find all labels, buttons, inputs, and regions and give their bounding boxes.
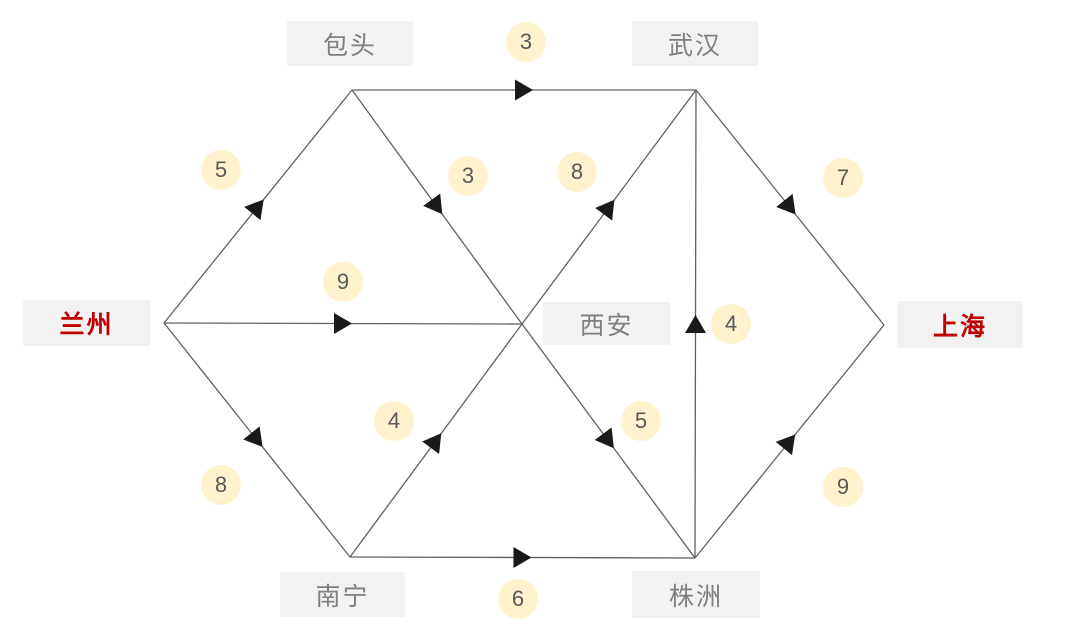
node-label-wuhan: 武汉 <box>632 21 758 66</box>
arrowhead-lanzhou-baotou <box>244 199 264 221</box>
edge-weight-badge-lanzhou-xian: 9 <box>323 262 363 302</box>
arrowhead-baotou-wuhan <box>515 79 533 101</box>
edge-weight-badge-xian-wuhan: 8 <box>557 152 597 192</box>
arrowhead-lanzhou-nanning <box>243 426 263 447</box>
arrowhead-baotou-xian <box>423 193 443 215</box>
arrowhead-xian-zhuzhou <box>594 427 614 449</box>
edge-weight-badge-lanzhou-nanning: 8 <box>201 465 241 505</box>
edge-weight-badge-nanning-zhuzhou: 6 <box>498 579 538 619</box>
edge-weight-badge-baotou-xian: 3 <box>448 156 488 196</box>
arrowhead-xian-wuhan <box>595 199 615 221</box>
arrowhead-lanzhou-xian <box>334 313 352 334</box>
node-label-shanghai: 上海 <box>897 301 1023 348</box>
edge-weight-badge-baotou-wuhan: 3 <box>506 22 546 62</box>
edge-weight-badge-xian-zhuzhou: 5 <box>621 401 661 441</box>
edge-weight-badge-lanzhou-baotou: 5 <box>201 150 241 190</box>
arrowhead-nanning-zhuzhou <box>513 547 532 568</box>
node-label-baotou: 包头 <box>287 21 413 66</box>
node-label-nanning: 南宁 <box>280 572 405 617</box>
arrowhead-zhuzhou-shanghai <box>775 434 796 456</box>
node-label-lanzhou: 兰州 <box>23 300 150 346</box>
node-label-zhuzhou: 株洲 <box>632 571 760 618</box>
edge-weight-badge-zhuzhou-shanghai: 9 <box>823 467 863 507</box>
arrowhead-nanning-xian <box>422 433 442 454</box>
edge-weight-badge-nanning-xian: 4 <box>374 401 414 441</box>
node-label-xian: 西安 <box>543 302 670 345</box>
edge-weight-badge-zhuzhou-wuhan: 4 <box>711 304 751 344</box>
arrowhead-zhuzhou-wuhan <box>685 315 706 333</box>
edge-weight-badge-wuhan-shanghai: 7 <box>823 158 863 198</box>
arrowhead-wuhan-shanghai <box>776 193 796 215</box>
